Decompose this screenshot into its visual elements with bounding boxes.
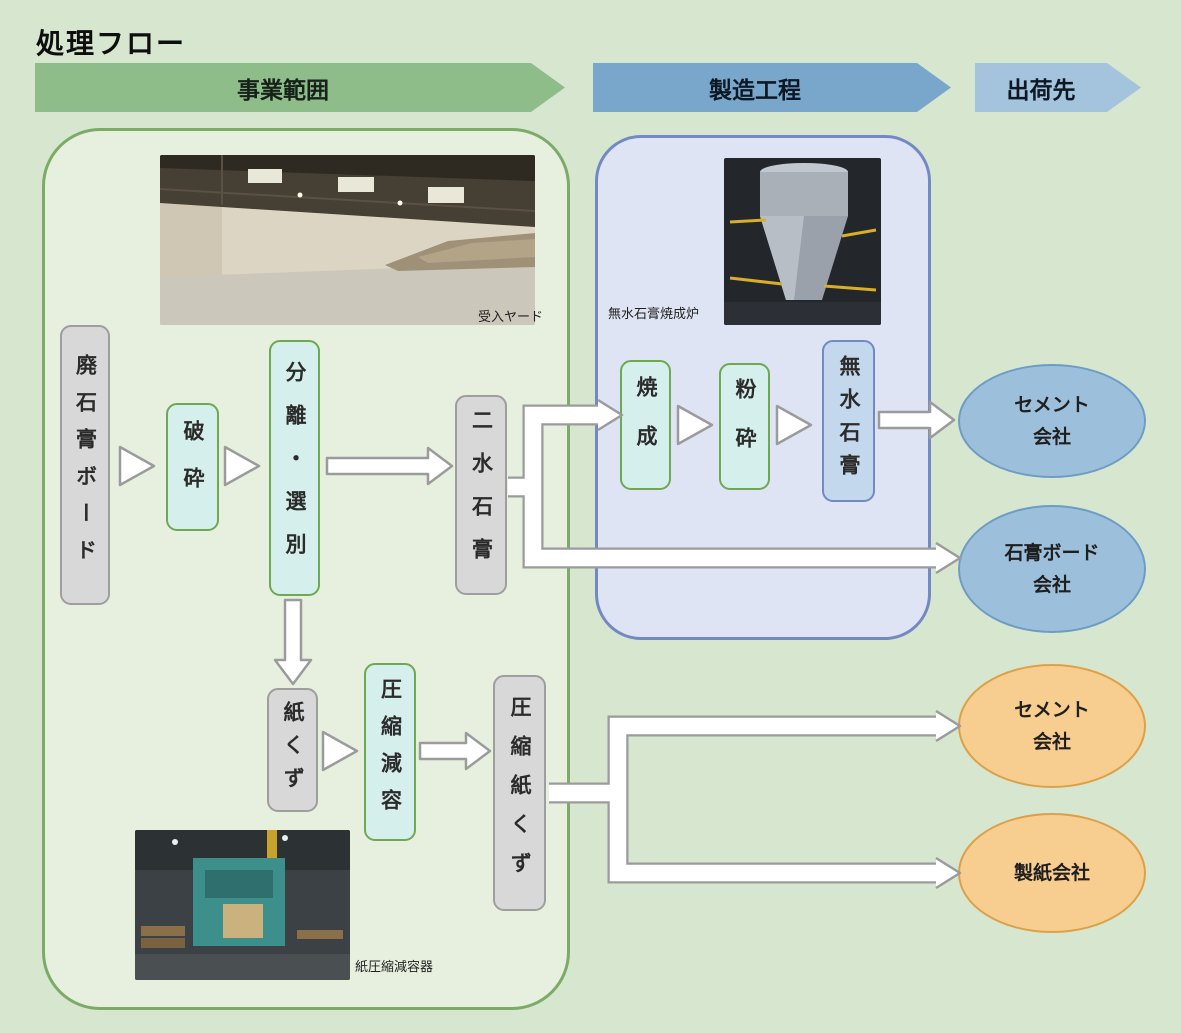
node-label: 焼成 (634, 376, 658, 474)
destination-label-line: セメント (1014, 393, 1090, 416)
node-paper-scrap: 紙くず (267, 688, 318, 812)
node-label: 圧縮減容 (378, 678, 403, 826)
node-dihydrate-gypsum: 二水石膏 (455, 395, 507, 595)
receiving-yard-caption: 受入ヤード (478, 310, 544, 325)
node-label: 分離・選別 (283, 360, 307, 576)
header-label-destination: 出荷先 (1006, 77, 1076, 104)
node-label: 破砕 (181, 420, 205, 514)
node-grinding: 粉砕 (719, 363, 770, 490)
node-label: 無水石膏 (837, 355, 861, 487)
node-label: 廃石膏ボード (73, 354, 98, 576)
node-anhydrous-gypsum: 無水石膏 (822, 340, 875, 502)
flow-arrow-paper-branch (609, 717, 938, 882)
arrowhead-to-gypsum-board-company (935, 541, 962, 575)
destination-cement-company-blue: セメント 会社 (958, 364, 1146, 478)
node-compressed-paper-scrap: 圧縮紙くず (493, 675, 546, 911)
header-arrow-business-scope: 事業範囲 (35, 63, 565, 112)
node-label: 紙くず (281, 700, 305, 800)
node-separation-sorting: 分離・選別 (269, 340, 320, 596)
node-compression-reduction: 圧縮減容 (364, 663, 416, 841)
node-label: 粉砕 (733, 377, 757, 476)
destination-label-line: 会社 (1032, 731, 1071, 753)
node-label: 二水石膏 (469, 409, 494, 581)
destination-gypsum-board-company: 石膏ボード 会社 (958, 505, 1146, 633)
furnace-photo (724, 158, 881, 325)
destination-label-line: 会社 (1032, 574, 1071, 596)
flow-arrow-paper-branch (607, 715, 938, 884)
node-label: 圧縮紙くず (508, 695, 532, 891)
compressor-photo-art (135, 830, 350, 980)
node-calcination: 焼成 (620, 360, 671, 490)
destination-cement-company-orange: セメント 会社 (958, 664, 1146, 788)
receiving-yard-photo-art (160, 155, 535, 325)
header-arrow-destination: 出荷先 (975, 63, 1141, 112)
arrowhead-to-cement-company-orange (935, 709, 962, 743)
furnace-photo-art (724, 158, 881, 325)
furnace-caption: 無水石膏焼成炉 (608, 307, 700, 322)
destination-label-line: 石膏ボード (1004, 541, 1100, 564)
header-arrow-manufacturing: 製造工程 (593, 63, 951, 112)
header-label-manufacturing: 製造工程 (709, 77, 801, 104)
page-title: 処理フロー (36, 27, 187, 60)
destination-paper-company: 製紙会社 (958, 813, 1146, 933)
node-waste-gypsum-board: 廃石膏ボード (60, 325, 110, 605)
destination-label-line: セメント (1014, 698, 1090, 721)
receiving-yard-photo (160, 155, 535, 325)
destination-label-line: 製紙会社 (1013, 861, 1090, 884)
node-crushing: 破砕 (166, 403, 219, 531)
compressor-photo (135, 830, 350, 980)
compressor-caption: 紙圧縮減容器 (355, 960, 434, 975)
header-label-business-scope: 事業範囲 (237, 77, 329, 104)
arrowhead-to-paper-company (935, 856, 962, 890)
destination-label-line: 会社 (1032, 426, 1071, 448)
